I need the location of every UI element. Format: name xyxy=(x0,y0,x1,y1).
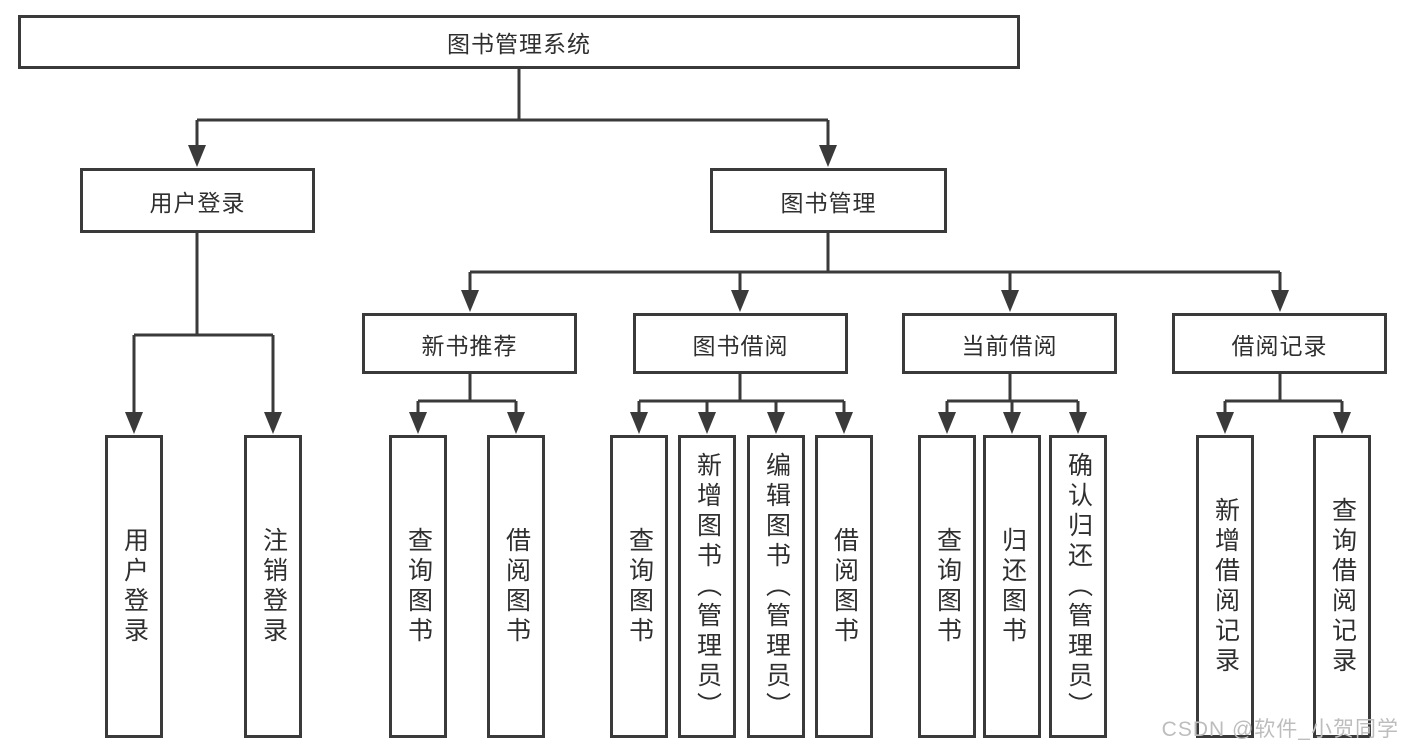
leaf-add-borrow-record-label: 新增借阅记录 xyxy=(1211,496,1240,677)
arrowhead xyxy=(630,412,648,434)
leaf-borrow-books-newbooks-label: 借阅图书 xyxy=(502,526,531,647)
node-root-label: 图书管理系统 xyxy=(447,31,591,57)
leaf-query-borrow-record-label: 查询借阅记录 xyxy=(1328,496,1357,677)
node-current-borrowing: 当前借阅 xyxy=(902,313,1117,374)
arrowhead xyxy=(188,145,206,167)
leaf-add-borrow-record: 新增借阅记录 xyxy=(1196,435,1254,738)
leaf-add-books-admin: 新增图书（管理员） xyxy=(678,435,736,738)
leaf-logout: 注销登录 xyxy=(244,435,302,738)
arrowhead xyxy=(731,290,749,312)
leaf-query-books-current: 查询图书 xyxy=(918,435,976,738)
leaf-user-login: 用户登录 xyxy=(105,435,163,738)
csdn-watermark: CSDN @软件_小贺同学 xyxy=(1161,718,1399,741)
node-book-borrowing-label: 图书借阅 xyxy=(692,332,789,359)
connector-records-to-leaves xyxy=(1223,374,1344,416)
arrowheads xyxy=(125,145,1351,434)
connector-userlogin-to-leaves xyxy=(132,233,275,416)
arrowhead xyxy=(938,412,956,434)
connector-currentborrow-to-leaves xyxy=(945,374,1080,416)
leaf-confirm-return-admin: 确认归还（管理员） xyxy=(1049,435,1107,738)
arrowhead xyxy=(507,412,525,434)
leaf-edit-books-admin: 编辑图书（管理员） xyxy=(747,435,805,738)
connector-newbooks-to-leaves xyxy=(416,374,518,416)
arrowhead xyxy=(1069,412,1087,434)
leaf-query-books-borrow-label: 查询图书 xyxy=(625,526,654,647)
leaf-borrow-books-borrow-label: 借阅图书 xyxy=(830,526,859,647)
leaf-logout-label: 注销登录 xyxy=(259,526,288,647)
leaf-edit-books-admin-label: 编辑图书（管理员） xyxy=(762,451,791,722)
leaf-return-books-label: 归还图书 xyxy=(998,526,1027,647)
arrowhead xyxy=(1333,412,1351,434)
arrowhead xyxy=(1271,290,1289,312)
arrowhead xyxy=(461,290,479,312)
arrowhead xyxy=(264,412,282,434)
connector-bookmgmt-to-level3 xyxy=(468,233,1282,294)
arrowhead xyxy=(125,412,143,434)
leaf-query-borrow-record: 查询借阅记录 xyxy=(1313,435,1371,738)
arrowhead xyxy=(409,412,427,434)
leaf-query-books-newbooks-label: 查询图书 xyxy=(404,526,433,647)
arrowhead xyxy=(767,412,785,434)
connector-bookborrow-to-leaves xyxy=(637,374,846,416)
leaf-borrow-books-newbooks: 借阅图书 xyxy=(487,435,545,738)
node-new-book-recommend: 新书推荐 xyxy=(362,313,577,374)
leaf-query-books-borrow: 查询图书 xyxy=(610,435,668,738)
leaf-query-books-newbooks: 查询图书 xyxy=(389,435,447,738)
node-user-login: 用户登录 xyxy=(80,168,315,233)
arrowhead xyxy=(1216,412,1234,434)
node-book-management-label: 图书管理 xyxy=(780,189,877,216)
leaf-return-books: 归还图书 xyxy=(983,435,1041,738)
node-user-login-label: 用户登录 xyxy=(149,189,246,216)
node-book-management: 图书管理 xyxy=(710,168,947,233)
arrowhead xyxy=(698,412,716,434)
leaf-query-books-current-label: 查询图书 xyxy=(933,526,962,647)
leaf-add-books-admin-label: 新增图书（管理员） xyxy=(693,451,722,722)
node-book-borrowing: 图书借阅 xyxy=(633,313,848,374)
node-new-book-recommend-label: 新书推荐 xyxy=(421,332,518,359)
arrowhead xyxy=(1001,290,1019,312)
leaf-borrow-books-borrow: 借阅图书 xyxy=(815,435,873,738)
connector-root-to-level2 xyxy=(195,69,830,150)
node-root: 图书管理系统 xyxy=(18,15,1020,69)
leaf-confirm-return-admin-label: 确认归还（管理员） xyxy=(1064,451,1093,722)
node-borrowing-records: 借阅记录 xyxy=(1172,313,1387,374)
arrowhead xyxy=(1003,412,1021,434)
node-current-borrowing-label: 当前借阅 xyxy=(961,332,1058,359)
leaf-user-login-label: 用户登录 xyxy=(120,526,149,647)
arrowhead xyxy=(819,145,837,167)
node-borrowing-records-label: 借阅记录 xyxy=(1231,332,1328,359)
arrowhead xyxy=(835,412,853,434)
